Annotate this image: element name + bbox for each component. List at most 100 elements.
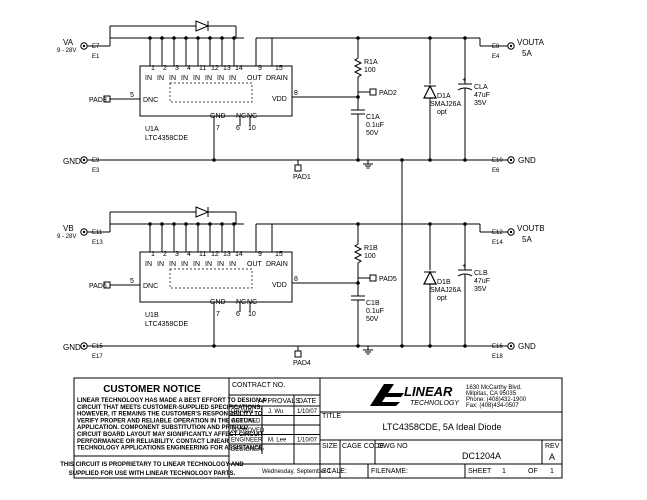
ic-ref: U1A [145,126,159,133]
terminal-ref: E15 [92,344,103,350]
ic-body [139,65,293,117]
resistor [353,57,363,78]
junction-dot [356,36,360,40]
drawing-title: LTC4358CDE, 5A Ideal Diode [383,422,502,432]
rev-label: REV [545,443,560,450]
pin-number: 3 [175,65,179,72]
output-gnd-label: GND [518,342,536,351]
terminal-ref: E11 [92,230,103,236]
junction-dot [356,344,360,348]
tvs-ref: D1B [437,279,451,286]
terminal-ref: E12 [492,230,503,236]
pin-number: 9 [258,65,262,72]
gnd-pad [294,164,302,172]
tvs-diode [423,270,437,285]
pin-number: 2 [163,251,167,258]
pin-number: 4 [187,251,191,258]
output-terminal-center [509,44,513,48]
cap-ref: CLB [474,270,488,277]
notice-line: HOWEVER, IT REMAINS THE CUSTOMER'S RESPO… [77,412,263,418]
notice-footer-2: SUPPLIED FOR USE WITH LINEAR TECHNOLOGY … [69,471,236,477]
pin-label-nc: NC [236,113,246,120]
pin-label-in: IN [193,75,200,82]
junction-dot [160,36,164,40]
output-current: 5A [522,49,532,58]
junction-dot [208,36,212,40]
approval-date: 1/10/07 [297,438,318,444]
gnd-terminal-center [82,344,86,348]
dwg-number: DC1204A [462,451,501,461]
approval-date: 1/10/07 [297,409,318,415]
approval-role: CHECKED [231,419,261,425]
linear-logo: LINEAR TECHNOLOGY [370,384,460,407]
terminal-ref: E10 [492,158,503,164]
ic-body [139,251,293,303]
junction-dot [428,344,432,348]
body-diode [195,20,210,32]
dwg-label: DWG NO [378,443,408,450]
pin-label-nc: NC [247,299,257,306]
pad-label: PAD2 [379,90,397,97]
address-line: Phone: (408)432-1900 [466,397,527,403]
input-label: VB [63,224,74,233]
pin-number: 13 [223,251,231,258]
notice-line: APPLICATION. COMPONENT SUBSTITUTION AND … [77,425,249,431]
junction-dot [463,158,467,162]
notice-body: LINEAR TECHNOLOGY HAS MADE A BEST EFFORT… [77,398,267,452]
pin-label-in: IN [229,75,236,82]
vdd-pad [369,274,377,282]
pin-number: 5 [130,278,134,285]
resistor-ref: R1B [364,245,378,252]
junction-dot [212,158,216,162]
tvs-part: SMAJ26A [430,287,461,294]
vdd-pad [369,88,377,96]
sheet-count: 1 [550,468,554,475]
approval-role: DRAWN [231,409,253,415]
pin-label-in: IN [145,261,152,268]
cap-plus: + [462,263,466,270]
pin-label-drain: DRAIN [266,261,288,268]
tvs-note: opt [437,109,447,116]
junction-dot [184,36,188,40]
cap-voltage: 35V [474,100,487,107]
tvs-note: opt [437,295,447,302]
output-label: VOUTA [517,38,545,47]
title-block: CUSTOMER NOTICE LINEAR TECHNOLOGY HAS MA… [60,377,563,479]
pin-label-dnc: DNC [143,97,158,104]
junction-dot [463,344,467,348]
approval-role: ENGINEER [231,438,263,444]
cap-value: 47uF [474,92,490,99]
terminal-ref: E7 [92,44,100,50]
pin-number: 1 [151,251,155,258]
junction-dot [356,281,360,285]
output-current: 5A [522,235,532,244]
pin-number: 7 [216,125,220,132]
size-label: SIZE [322,443,338,450]
terminal-ref: E8 [492,44,500,50]
cap-ref: C1B [366,300,380,307]
pin-number: 14 [235,251,243,258]
junction-dot [184,222,188,226]
pin-number: 7 [216,311,220,318]
junction-dot [148,222,152,226]
cap-ref: C1A [366,114,380,121]
pin-label-in: IN [229,261,236,268]
pin-label-in: IN [205,75,212,82]
rev-value: A [549,452,555,462]
junction-dot [232,222,236,226]
approval-name: M. Lee [268,438,287,444]
pin-label-out: OUT [247,75,263,82]
terminal-ref: E17 [92,354,103,360]
pin-number: 15 [275,65,283,72]
logo-subtext: TECHNOLOGY [410,400,460,407]
junction-dot [212,344,216,348]
gnd-terminal-center [82,158,86,162]
pin-label-in: IN [181,75,188,82]
pin-label-in: IN [217,75,224,82]
junction-dot [196,36,200,40]
body-diode [195,206,210,218]
pin-number: 2 [163,65,167,72]
input-range: 9 - 28V [57,234,76,240]
pin-number: 8 [294,276,298,283]
